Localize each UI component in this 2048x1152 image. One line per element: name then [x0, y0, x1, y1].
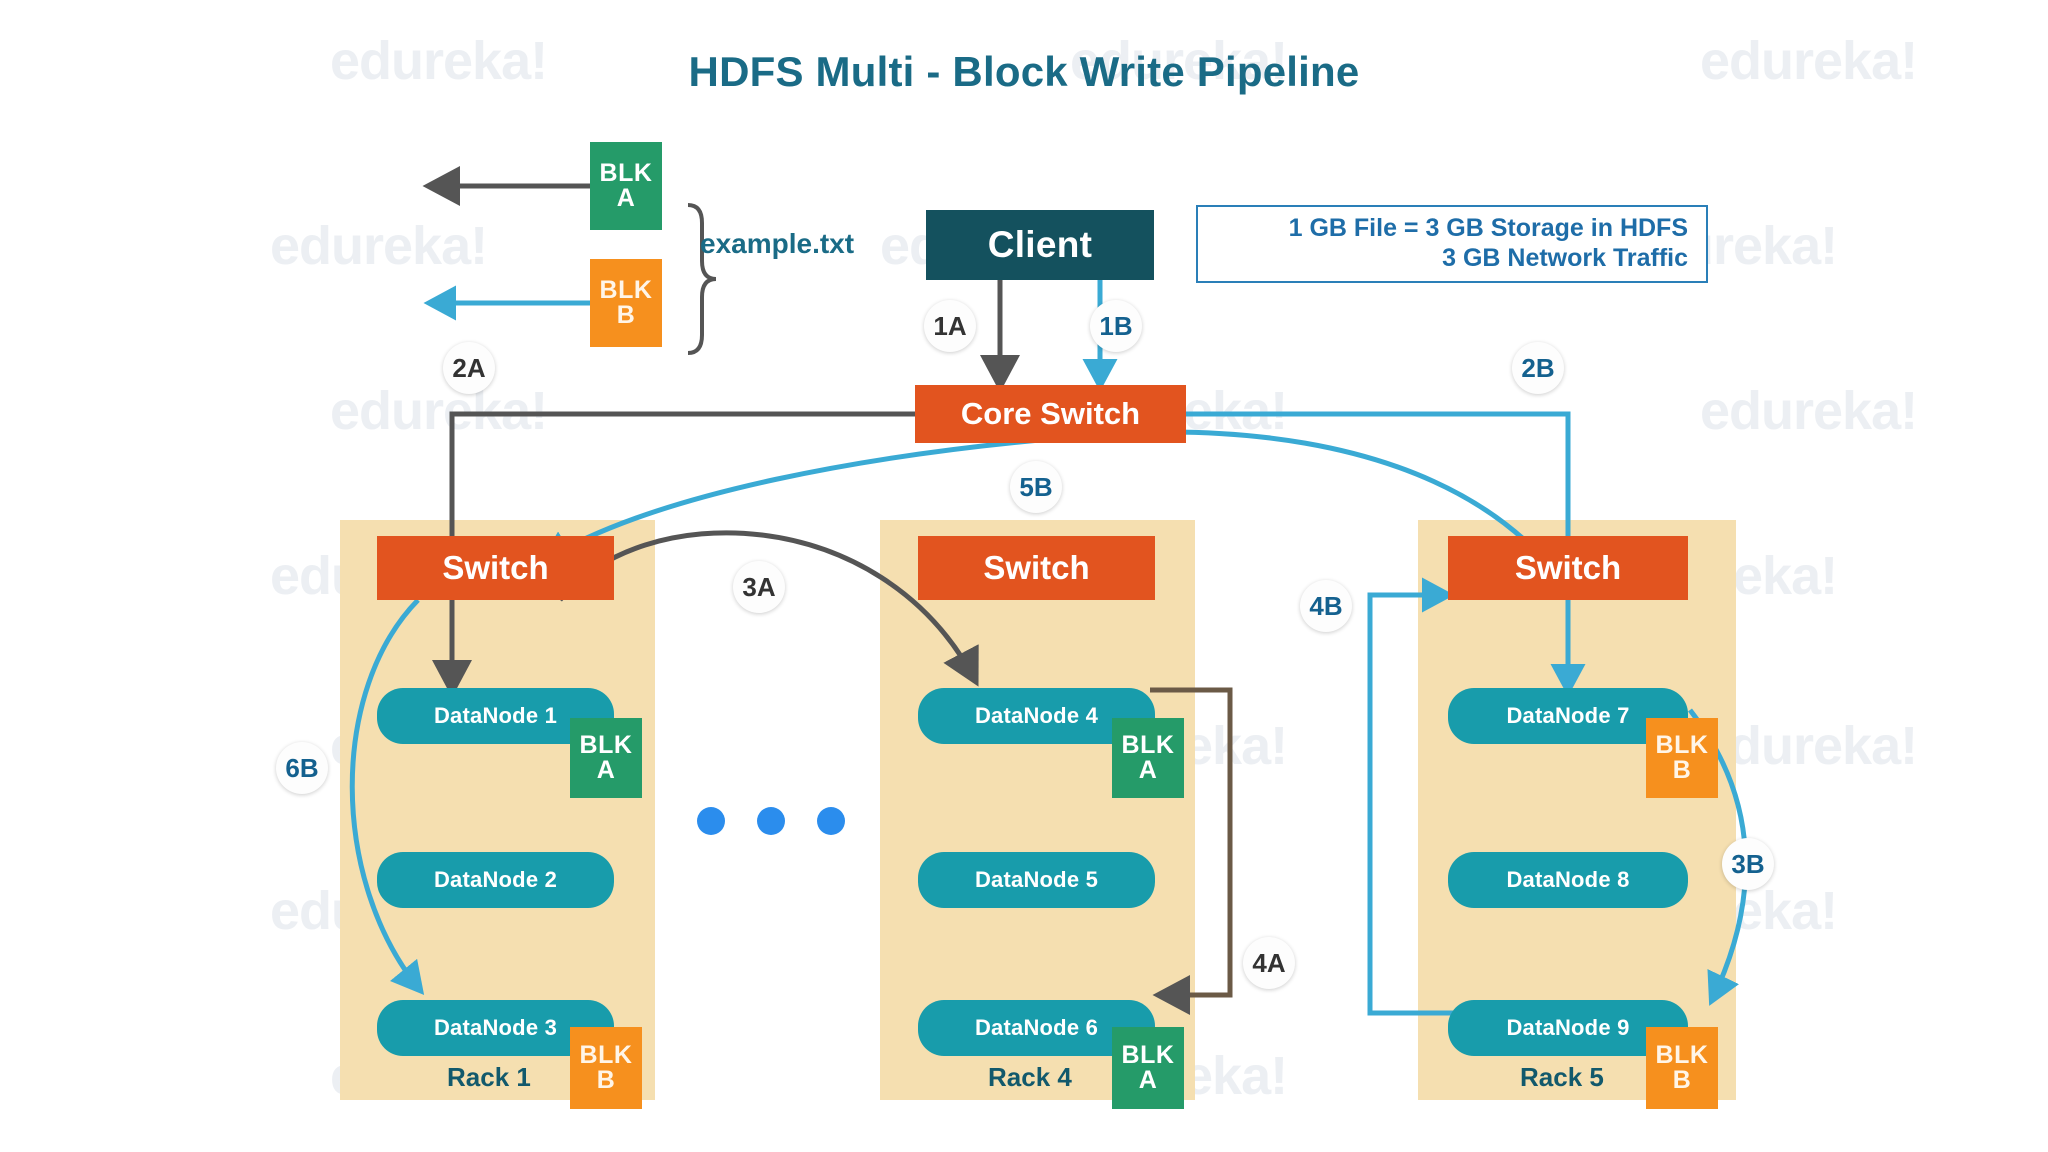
step-badge-3b: 3B [1722, 838, 1774, 890]
datanode-label: DataNode 9 [1506, 1015, 1630, 1040]
block-label-line2: A [1138, 1066, 1158, 1094]
datanode-label: DataNode 1 [433, 703, 558, 728]
block-label-line1: BLK [599, 158, 653, 187]
step-badge-3a: 3A [733, 561, 785, 613]
datanode-label: DataNode 5 [974, 867, 1099, 892]
datanode-label: DataNode 2 [433, 867, 558, 892]
step-label: 2B [1521, 352, 1555, 383]
rack-1-switch[interactable]: Switch [377, 536, 614, 600]
datanode-label: DataNode 7 [1506, 703, 1630, 728]
block-label-line2: B [616, 301, 636, 329]
block-a-legend: BLK A [590, 142, 662, 230]
client-label: Client [987, 224, 1093, 265]
block-label-line2: A [596, 756, 616, 784]
step-label: 2A [452, 352, 486, 383]
datanode-label: DataNode 8 [1506, 867, 1630, 892]
info-line-2: 3 GB Network Traffic [1442, 244, 1688, 272]
block-b-legend: BLK B [590, 259, 662, 347]
rack-5-datanode-9-block: BLK B [1646, 1027, 1718, 1109]
page-title: HDFS Multi - Block Write Pipeline [688, 48, 1360, 95]
ellipsis-dot [817, 807, 845, 835]
step-label: 3B [1731, 848, 1765, 879]
client-node[interactable]: Client [926, 210, 1154, 280]
step-badge-4a: 4A [1243, 937, 1295, 989]
rack-4-label: Rack 4 [988, 1062, 1072, 1092]
rack-5-switch[interactable]: Switch [1448, 536, 1688, 600]
block-label-line1: BLK [579, 730, 633, 759]
step-badge-5b: 5B [1010, 461, 1062, 513]
edge-4b [1367, 577, 1470, 1016]
core-switch-node[interactable]: Core Switch [915, 385, 1186, 443]
block-label-line2: B [1672, 1066, 1692, 1094]
step-badge-6b: 6B [276, 742, 328, 794]
block-label-line1: BLK [1655, 730, 1709, 759]
switch-label: Switch [983, 549, 1090, 586]
core-switch-label: Core Switch [960, 396, 1141, 431]
datanode-label: DataNode 4 [974, 703, 1099, 728]
rack-5-datanode-8[interactable]: DataNode 8 [1448, 852, 1688, 908]
rack-4-switch[interactable]: Switch [918, 536, 1155, 600]
file-name-label: example.txt [700, 228, 855, 259]
datanode-label: DataNode 3 [433, 1015, 558, 1040]
step-label: 4A [1252, 947, 1286, 978]
step-label: 1B [1099, 310, 1133, 341]
rack-1-label: Rack 1 [447, 1062, 531, 1092]
step-label: 6B [285, 752, 319, 783]
step-badge-1b: 1B [1090, 300, 1142, 352]
edge-2b [1186, 411, 1571, 560]
ellipsis-dot [757, 807, 785, 835]
step-badge-2b: 2B [1512, 342, 1564, 394]
info-box: 1 GB File = 3 GB Storage in HDFS 3 GB Ne… [1196, 205, 1708, 283]
step-label: 3A [742, 571, 776, 602]
switch-label: Switch [442, 549, 549, 586]
step-badge-2a: 2A [443, 342, 495, 394]
rack-4-datanode-6-block: BLK A [1112, 1027, 1184, 1109]
rack-1-datanode-2[interactable]: DataNode 2 [377, 852, 614, 908]
block-label-line1: BLK [579, 1040, 633, 1069]
block-label-line1: BLK [1655, 1040, 1709, 1069]
edge-6b [349, 598, 425, 996]
file-brace [687, 203, 717, 355]
block-label-line2: A [616, 184, 636, 212]
rack-4-datanode-5[interactable]: DataNode 5 [918, 852, 1155, 908]
rack-4-datanode-4-block: BLK A [1112, 718, 1184, 798]
step-badge-4b: 4B [1300, 580, 1352, 632]
step-label: 5B [1019, 471, 1053, 502]
block-label-line1: BLK [599, 275, 653, 304]
step-label: 1A [933, 310, 967, 341]
block-label-line2: B [1672, 756, 1692, 784]
block-label-line2: B [596, 1066, 616, 1094]
ellipsis-dot [697, 807, 725, 835]
block-label-line1: BLK [1121, 730, 1175, 759]
rack-5-datanode-7-block: BLK B [1646, 718, 1718, 798]
edge-4a [1150, 687, 1233, 1015]
step-badge-1a: 1A [924, 300, 976, 352]
block-label-line2: A [1138, 756, 1158, 784]
rack-1-datanode-1-block: BLK A [570, 718, 642, 798]
switch-label: Switch [1514, 549, 1622, 586]
step-label: 4B [1309, 590, 1343, 621]
rack-5-label: Rack 5 [1520, 1062, 1604, 1092]
edge-2a [449, 411, 915, 560]
rack-1-datanode-3-block: BLK B [570, 1027, 642, 1109]
info-line-1: 1 GB File = 3 GB Storage in HDFS [1288, 213, 1688, 242]
datanode-label: DataNode 6 [974, 1015, 1099, 1040]
block-label-line1: BLK [1121, 1040, 1175, 1069]
